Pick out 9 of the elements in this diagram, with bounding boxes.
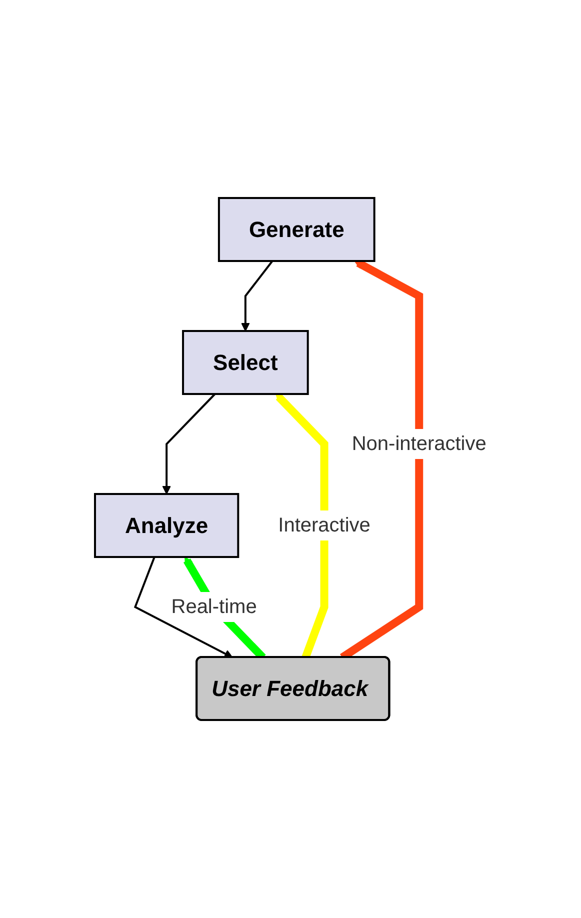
node-box: Select [182, 330, 309, 395]
arrow [134, 556, 233, 658]
arrow [162, 393, 216, 494]
arrow [240, 260, 273, 332]
node-box: Analyze [94, 493, 239, 558]
node-box: Generate [218, 197, 376, 262]
edge-label: Real-time [171, 596, 257, 618]
edge-label: Interactive [278, 514, 370, 536]
edge-label: Non-interactive [352, 433, 486, 455]
